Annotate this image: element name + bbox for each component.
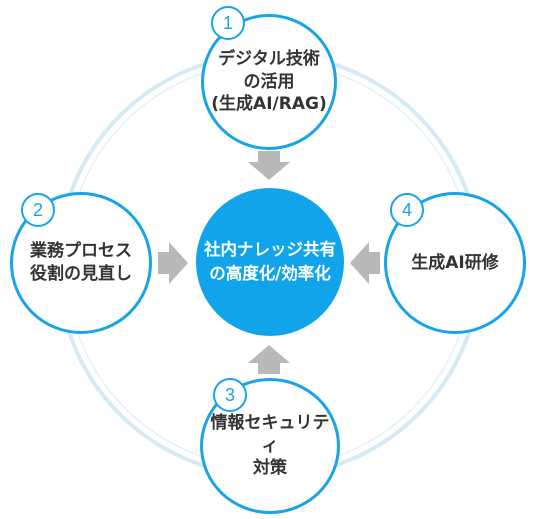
node-digital-technology: デジタル技術 の活用 (生成AI/RAG) <box>201 14 337 150</box>
center-goal: 社内ナレッジ共有 の高度化/効率化 <box>196 188 344 336</box>
number-badge-3: 3 <box>213 378 247 412</box>
number-badge-2: 2 <box>21 193 55 227</box>
node-label: 業務プロセス 役割の見直し <box>30 241 132 284</box>
center-label: 社内ナレッジ共有 の高度化/効率化 <box>204 240 336 283</box>
arrow-bottom <box>248 345 290 374</box>
node-label: 生成AI研修 <box>411 252 499 273</box>
arrow-top <box>248 151 290 180</box>
arrow-left <box>158 242 188 284</box>
arrow-right <box>350 242 380 284</box>
number-badge-4: 4 <box>390 193 424 227</box>
node-label: 情報セキュリティ 対策 <box>210 412 330 479</box>
number-badge-1: 1 <box>211 6 245 40</box>
node-label: デジタル技術 の活用 (生成AI/RAG) <box>211 48 327 115</box>
